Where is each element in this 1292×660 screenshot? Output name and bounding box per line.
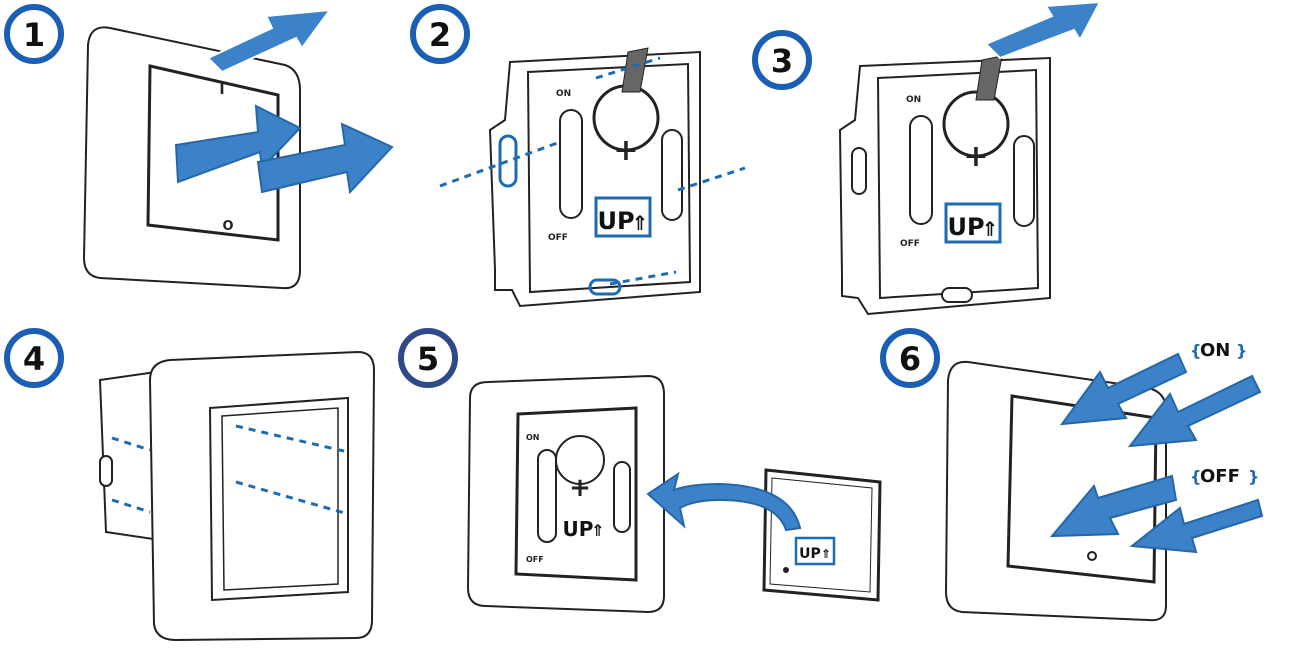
step-6-off-callout: { OFF }	[1190, 466, 1259, 487]
step-5-on-label: ON	[526, 433, 540, 442]
step-2-pull-tab	[621, 47, 649, 93]
step-1-arrow-up	[206, 8, 333, 74]
step-3-badge: 3	[752, 30, 812, 90]
svg-text:}: }	[1236, 341, 1247, 360]
step-1-on-mark: I	[219, 82, 224, 98]
step-2-panel: 2 + ON OFF UP ⇑	[410, 4, 746, 308]
step-5-plus: +	[569, 473, 591, 503]
step-6-on-callout: { ON }	[1190, 340, 1247, 361]
step-3-arrow-up	[984, 0, 1102, 60]
step-3-number: 3	[771, 42, 793, 80]
step-3-up-label: UP	[947, 213, 984, 241]
step-3-off-label: OFF	[900, 239, 920, 249]
svg-text:{: {	[1190, 341, 1201, 360]
step-6-arrow-on-2	[1127, 374, 1262, 448]
svg-text:⇑: ⇑	[632, 211, 649, 235]
step-5-off-label: OFF	[526, 555, 544, 564]
step-6-on-text: ON	[1200, 340, 1230, 361]
step-3-plus: +	[963, 139, 988, 174]
step-3-on-label: ON	[906, 95, 921, 105]
step-5-curved-arrow	[646, 471, 802, 532]
svg-text:⇑: ⇑	[591, 521, 604, 540]
step-1-badge: 1	[4, 4, 64, 64]
step-3-panel: 3 + ON OFF UP ⇑	[752, 0, 1102, 316]
step-1-number: 1	[23, 16, 45, 54]
step-2-up-label: UP	[597, 207, 634, 235]
step-2-plus: +	[613, 133, 638, 168]
step-6-panel: 6 { ON } { OFF }	[880, 328, 1264, 622]
step-5-cover-up-box: UP ⇑	[794, 536, 836, 566]
step-5-cover	[762, 468, 882, 602]
step-4-panel: 4	[4, 328, 376, 642]
step-6-number: 6	[899, 340, 921, 378]
step-5-panel: 5 + ON OFF UP ⇑ UP ⇑	[398, 328, 882, 614]
step-2-number: 2	[429, 16, 451, 54]
step-5-up-label: UP	[563, 517, 594, 541]
step-1-arrow-press	[174, 104, 302, 184]
svg-text:⇑: ⇑	[821, 547, 831, 561]
step-4-number: 4	[23, 340, 45, 378]
svg-text:{: {	[1190, 467, 1201, 486]
step-3-pull-tab	[975, 55, 1003, 101]
step-5-number: 5	[417, 340, 439, 378]
step-1-off-mark: O	[222, 219, 233, 234]
step-3-up-box: UP ⇑	[944, 202, 1002, 244]
step-6-off-text: OFF	[1200, 466, 1240, 487]
step-2-badge: 2	[410, 4, 470, 64]
svg-text:}: }	[1248, 467, 1259, 486]
step-2-off-label: OFF	[548, 233, 568, 243]
step-6-badge: 6	[880, 328, 940, 388]
step-5-cover-up-label: UP	[799, 546, 821, 562]
step-6-arrow-off-1	[1049, 474, 1178, 538]
step-3-battery	[942, 90, 1010, 158]
svg-text:⇑: ⇑	[982, 217, 999, 241]
step-4-badge: 4	[4, 328, 64, 388]
step-1-arrow-out	[256, 122, 394, 195]
step-2-on-label: ON	[556, 89, 571, 99]
step-6-arrow-off-2	[1129, 498, 1264, 554]
step-1-panel: 1 I O	[4, 4, 394, 290]
step-2-up-box: UP ⇑	[594, 196, 652, 238]
step-6-arrow-on-1	[1059, 352, 1188, 426]
step-5-badge: 5	[398, 328, 458, 388]
